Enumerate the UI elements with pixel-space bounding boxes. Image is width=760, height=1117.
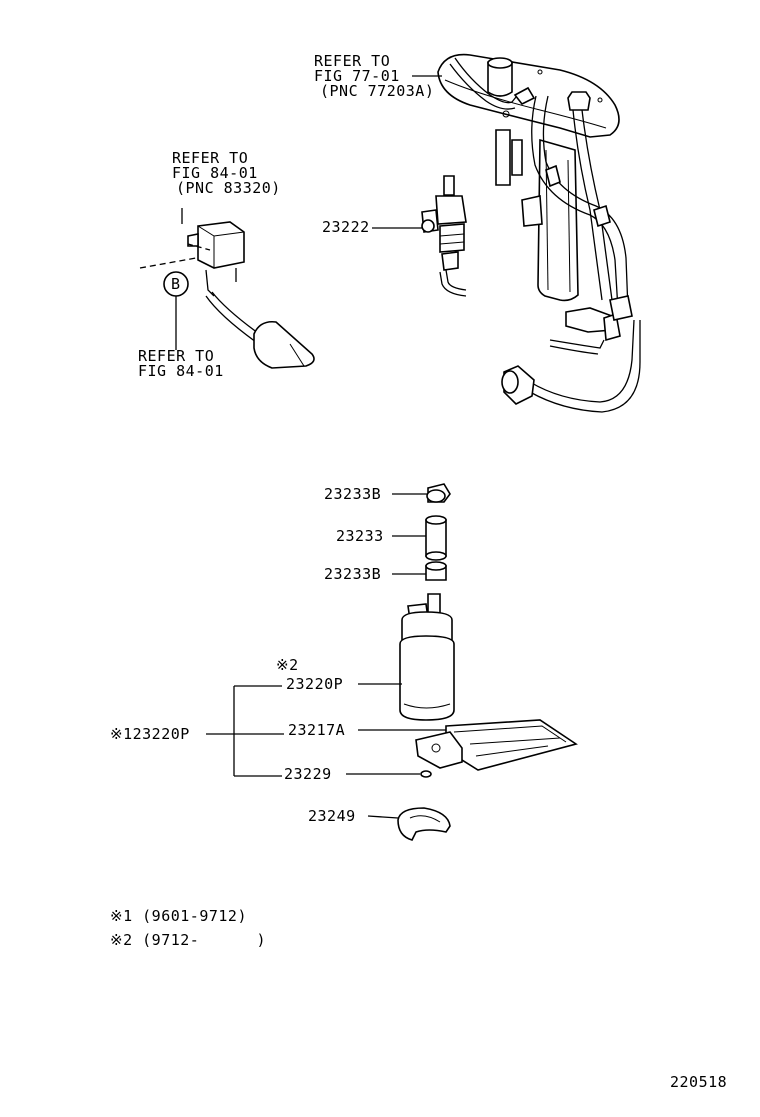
ref-fig84-pnc-line1: REFER TO	[172, 149, 249, 167]
part-23220P: 23220P	[286, 675, 344, 693]
part-23233B-bottom: 23233B	[324, 565, 382, 583]
pressure-regulator	[372, 175, 467, 297]
pump-bracket-assembly	[412, 53, 641, 413]
sender-gauge	[139, 208, 315, 369]
ref-fig77-line1: REFER TO	[314, 52, 391, 70]
ref-fig77-line2: FIG 77-01	[314, 67, 400, 85]
assembly-bracket	[206, 685, 284, 777]
ref-fig84-line1: REFER TO	[138, 347, 215, 365]
circle-b-letter: B	[171, 275, 181, 293]
o-ring	[346, 770, 432, 778]
legend-note1: ※1 (9601-9712)	[110, 907, 247, 925]
clamp-bottom	[392, 561, 447, 581]
part-123220P: ※123220P	[110, 725, 190, 743]
part-23217A: 23217A	[288, 721, 346, 739]
clamp-top	[392, 483, 451, 503]
legend-note2: ※2 (9712- )	[110, 931, 267, 949]
part-23233: 23233	[336, 527, 384, 545]
hose	[392, 515, 447, 561]
part-23249: 23249	[308, 807, 356, 825]
part-23229: 23229	[284, 765, 332, 783]
note2-marker: ※2	[276, 656, 299, 674]
ref-fig84-pnc-line3: (PNC 83320)	[176, 179, 281, 197]
cushion	[367, 807, 451, 841]
figure-id: 220518	[670, 1073, 728, 1091]
ref-fig84-line2: FIG 84-01	[138, 362, 224, 380]
ref-fig77-line3: (PNC 77203A)	[320, 82, 435, 100]
part-23233B-top: 23233B	[324, 485, 382, 503]
part-23222: 23222	[322, 218, 370, 236]
fuel-filter	[358, 719, 578, 771]
fuel-pump	[358, 593, 455, 721]
ref-fig84-pnc-line2: FIG 84-01	[172, 164, 258, 182]
